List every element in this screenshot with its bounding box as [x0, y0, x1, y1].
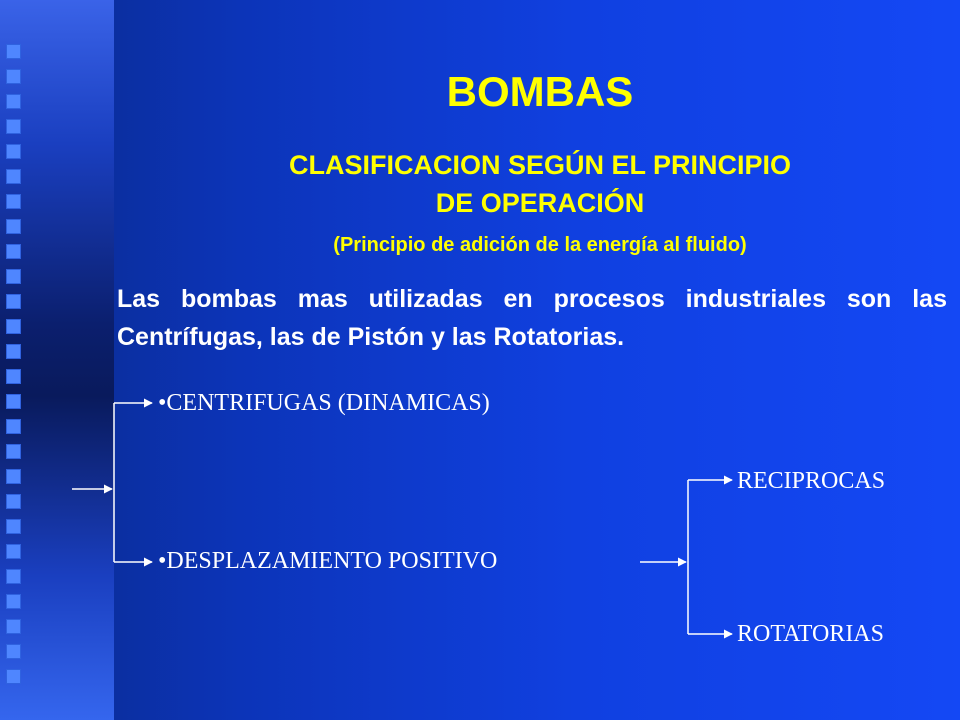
decor-square: [6, 469, 21, 484]
decor-square: [6, 69, 21, 84]
decor-square: [6, 394, 21, 409]
decor-square: [6, 644, 21, 659]
label-desplazamiento: •DESPLAZAMIENTO POSITIVO: [158, 548, 498, 574]
decor-square: [6, 669, 21, 684]
label-rotatorias: ROTATORIAS: [737, 621, 884, 647]
decor-square: [6, 194, 21, 209]
decor-square: [6, 319, 21, 334]
decor-square: [6, 344, 21, 359]
subtitle-line-2: DE OPERACIÓN: [435, 188, 645, 218]
decor-square: [6, 444, 21, 459]
intro-paragraph: Las bombas mas utilizadas en procesos in…: [117, 285, 947, 351]
decor-square: [6, 294, 21, 309]
decor-square: [6, 544, 21, 559]
decor-square: [6, 569, 21, 584]
decor-square: [6, 494, 21, 509]
slide-title: BOMBAS: [446, 68, 634, 115]
label-centrifugas: •CENTRIFUGAS (DINAMICAS): [158, 390, 490, 416]
decor-square: [6, 619, 21, 634]
slide-subnote: (Principio de adición de la energía al f…: [333, 234, 747, 256]
decor-square: [6, 594, 21, 609]
subtitle-line-1: CLASIFICACION SEGÚN EL PRINCIPIO: [288, 150, 792, 180]
sidebar-decoration: [0, 0, 114, 720]
decor-square: [6, 269, 21, 284]
label-reciprocas: RECIPROCAS: [737, 468, 886, 494]
decor-square: [6, 144, 21, 159]
square-column: [6, 44, 26, 694]
decor-square: [6, 44, 21, 59]
decor-square: [6, 94, 21, 109]
decor-square: [6, 244, 21, 259]
decor-square: [6, 119, 21, 134]
decor-square: [6, 169, 21, 184]
decor-square: [6, 419, 21, 434]
decor-square: [6, 219, 21, 234]
decor-square: [6, 369, 21, 384]
decor-square: [6, 519, 21, 534]
slide-subtitle: CLASIFICACION SEGÚN EL PRINCIPIO DE OPER…: [120, 146, 960, 222]
